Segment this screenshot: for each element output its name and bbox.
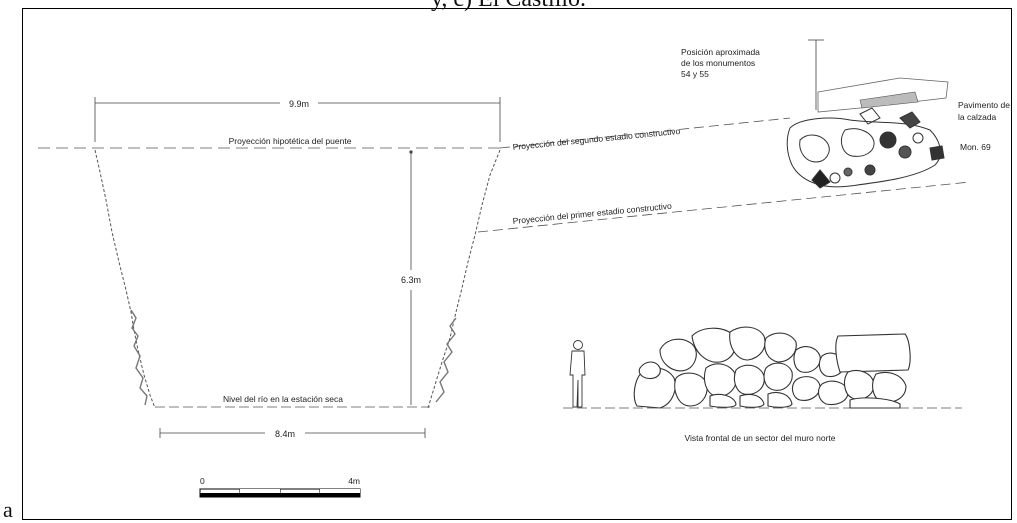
- pavement-label-2: la calzada: [958, 112, 997, 122]
- figure-letter: a: [3, 497, 13, 522]
- first-stage-label: Proyección del primer estadio constructi…: [512, 201, 672, 226]
- first-stage-line: [477, 181, 971, 233]
- bottom-width-label: 8.4m: [275, 429, 295, 439]
- rubble-sketch: [786, 107, 945, 189]
- right-bank-stones: [435, 317, 457, 403]
- pavement-label-1: Pavimento de: [958, 100, 1010, 110]
- monuments-label-2: de los monumentos: [681, 58, 755, 68]
- scale-end-label: 4m: [348, 476, 360, 486]
- monument-slabs: [817, 77, 949, 113]
- river-level-label: Nivel del río en la estación seca: [223, 394, 343, 404]
- top-width-label: 9.9m: [289, 99, 309, 109]
- monuments-label-1: Posición aproximada: [681, 47, 760, 57]
- right-bank-profile: [427, 149, 501, 409]
- height-dimension: 6.3m: [401, 150, 421, 405]
- bridge-projection-label: Proyección hipotética del puente: [229, 136, 352, 146]
- figure-caption: y, c) El Castillo.: [0, 0, 1017, 13]
- scale-start-label: 0: [200, 476, 205, 486]
- wall-view-label: Vista frontal de un sector del muro nort…: [684, 433, 835, 443]
- human-figure: [569, 340, 586, 408]
- monuments-label-3: 54 y 55: [681, 69, 709, 79]
- monuments-annotation: Posición aproximada de los monumentos 54…: [681, 39, 824, 110]
- left-bank-stones: [130, 309, 148, 406]
- figure-frame: [22, 8, 1012, 520]
- bottom-width-dimension: 8.4m: [159, 428, 426, 439]
- left-bank-profile: [94, 149, 156, 409]
- top-width-dimension: 9.9m: [94, 97, 501, 142]
- second-stage-line: [499, 117, 791, 149]
- mon-69-label: Mon. 69: [960, 142, 991, 152]
- second-stage-label: Proyección del segundo estadio construct…: [512, 126, 681, 152]
- wall-front-view: [563, 326, 962, 409]
- scale-bar: 0 4m: [199, 476, 361, 498]
- height-label: 6.3m: [401, 275, 421, 285]
